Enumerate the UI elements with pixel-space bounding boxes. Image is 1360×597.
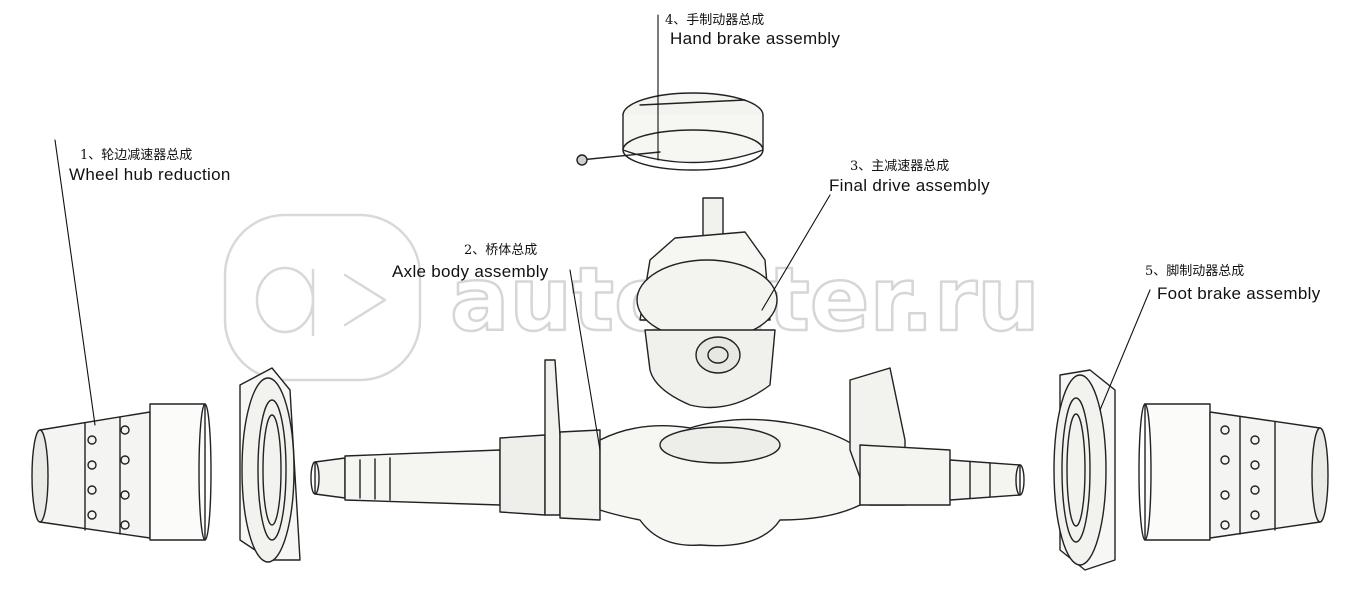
wheel-hub-reduction-left: [31, 403, 212, 541]
callout-5-en: Foot brake assembly: [1157, 284, 1321, 303]
callout-4-number: 4、: [665, 13, 687, 28]
hand-brake-assembly: [576, 92, 764, 171]
watermark-logo: [223, 213, 422, 382]
callout-3-number: 3、: [850, 159, 872, 174]
leader-lines: [54, 14, 1151, 451]
callout-1-cn-text: 轮边减速器总成: [101, 148, 193, 163]
callout-4-cn: 4、手制动器总成: [665, 9, 764, 28]
callout-3-cn: 3、主减速器总成: [850, 155, 949, 174]
brake-drum-right: [1053, 369, 1116, 571]
axle-body-assembly: [310, 359, 1025, 547]
callout-2-number: 2、: [464, 243, 486, 258]
callout-2-cn: 2、桥体总成: [464, 239, 537, 258]
callout-3-en: Final drive assembly: [829, 176, 990, 195]
final-drive-assembly: [636, 197, 778, 409]
callout-4-cn-text: 手制动器总成: [686, 13, 765, 28]
callout-1-number: 1、: [80, 148, 102, 163]
callout-5-cn-text: 脚制动器总成: [1166, 264, 1245, 279]
callout-3-cn-text: 主减速器总成: [871, 159, 950, 174]
wheel-hub-reduction-right: [1138, 403, 1329, 541]
callout-1-cn: 1、轮边减速器总成: [80, 144, 192, 163]
callout-2-en: Axle body assembly: [392, 262, 549, 281]
brake-drum-left: [239, 367, 301, 563]
callout-2-cn-text: 桥体总成: [485, 243, 538, 258]
callout-4-en: Hand brake assembly: [670, 29, 841, 48]
callout-5-cn: 5、脚制动器总成: [1145, 260, 1244, 279]
callout-5-number: 5、: [1145, 264, 1167, 279]
callout-1-en: Wheel hub reduction: [69, 165, 231, 184]
